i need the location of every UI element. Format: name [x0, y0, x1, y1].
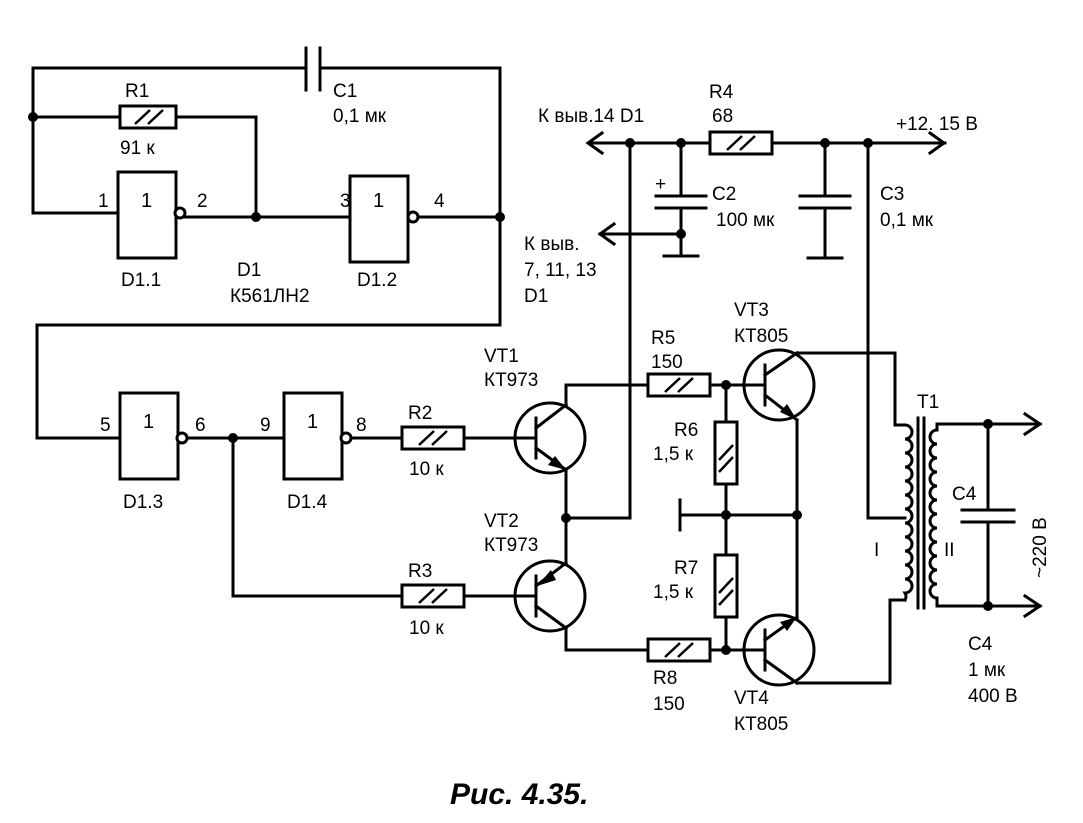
label-t1: T1 — [917, 392, 939, 413]
label-pin-1: 1 — [98, 191, 109, 212]
label-c4-value: 1 мк — [968, 660, 1006, 681]
label-vt3: VT3 — [734, 300, 769, 321]
label-c2: C2 — [712, 184, 736, 205]
label-vt1: VT1 — [484, 346, 519, 367]
label-r8-value: 150 — [653, 694, 685, 715]
label-r6: R6 — [674, 420, 698, 441]
label-r2-value: 10 к — [409, 459, 444, 480]
label-r5-value: 150 — [651, 352, 683, 373]
labels: R1 91 к C1 0,1 мк 1 2 3 4 1 1 D1.1 D1 К5… — [98, 81, 1051, 811]
label-c1: C1 — [333, 81, 357, 102]
label-c3-value: 0,1 мк — [880, 210, 934, 231]
label-c3: C3 — [880, 184, 904, 205]
label-d1-1: D1.1 — [121, 270, 161, 291]
label-c4: C4 — [952, 484, 977, 505]
label-pin-6: 6 — [195, 415, 206, 436]
gate-d1-4 — [282, 391, 344, 481]
label-r2: R2 — [408, 403, 432, 424]
label-to-pins-line3: D1 — [524, 286, 548, 307]
label-r3: R3 — [408, 561, 432, 582]
oscillator-block — [28, 46, 505, 440]
label-pin-2: 2 — [197, 191, 208, 212]
label-d1-3: D1.3 — [123, 492, 163, 513]
gate-d1-4-symbol: 1 — [307, 411, 318, 433]
label-pin-5: 5 — [100, 415, 111, 436]
label-c4-voltage: 400 В — [968, 686, 1018, 707]
label-to-pins-line1: К выв. — [524, 234, 579, 255]
label-r6-value: 1,5 к — [653, 444, 694, 465]
label-winding-ii: II — [944, 540, 955, 561]
r1-resistor — [118, 104, 178, 130]
label-r7: R7 — [674, 558, 698, 579]
label-c2-plus: + — [655, 174, 666, 195]
label-r7-value: 1,5 к — [653, 582, 694, 603]
label-pin-4: 4 — [434, 191, 445, 212]
label-d1-2: D1.2 — [357, 270, 397, 291]
gate-d1-3 — [118, 391, 180, 481]
figure-caption: Рис. 4.35. — [450, 778, 588, 811]
label-d1-4: D1.4 — [287, 492, 328, 513]
label-r4-value: 68 — [712, 106, 733, 127]
output-stage — [646, 348, 892, 687]
label-d1: D1 — [237, 260, 261, 281]
buffer-block — [118, 391, 518, 609]
label-vt2-type: КТ973 — [484, 535, 538, 556]
label-pin-3: 3 — [340, 191, 351, 212]
label-supply-voltage: +12. 15 В — [896, 114, 978, 135]
label-r1: R1 — [125, 81, 149, 102]
label-to-pins-line2: 7, 11, 13 — [524, 260, 597, 281]
gate-d1-1 — [116, 170, 178, 260]
gate-d1-2-symbol: 1 — [373, 190, 384, 212]
label-r3-value: 10 к — [409, 618, 444, 639]
transformer-t1 — [866, 351, 1043, 652]
label-r1-value: 91 к — [120, 138, 155, 159]
label-r4: R4 — [709, 82, 734, 103]
label-d1-type: К561ЛН2 — [230, 286, 310, 307]
driver-transistors — [513, 383, 650, 652]
label-r8: R8 — [653, 668, 677, 689]
gate-d1-3-symbol: 1 — [143, 411, 154, 433]
label-c4-note: C4 — [968, 634, 993, 655]
gate-d1-1-symbol: 1 — [141, 190, 152, 212]
label-c1-value: 0,1 мк — [333, 106, 387, 127]
label-vt2: VT2 — [484, 511, 519, 532]
supply-rail — [585, 130, 947, 520]
label-vt3-type: КТ805 — [734, 326, 788, 347]
label-vt1-type: КТ973 — [484, 370, 538, 391]
label-pin-8: 8 — [356, 415, 367, 436]
label-c2-value: 100 мк — [716, 210, 775, 231]
label-r5: R5 — [651, 328, 675, 349]
label-vt4: VT4 — [734, 688, 769, 709]
label-vt4-type: КТ805 — [734, 714, 788, 735]
gate-d1-2 — [348, 174, 410, 264]
label-output-voltage: ~220 В — [1030, 517, 1051, 578]
label-pin-9: 9 — [260, 415, 271, 436]
label-winding-i: I — [874, 540, 879, 561]
label-to-pin-14: К выв.14 D1 — [538, 106, 644, 127]
